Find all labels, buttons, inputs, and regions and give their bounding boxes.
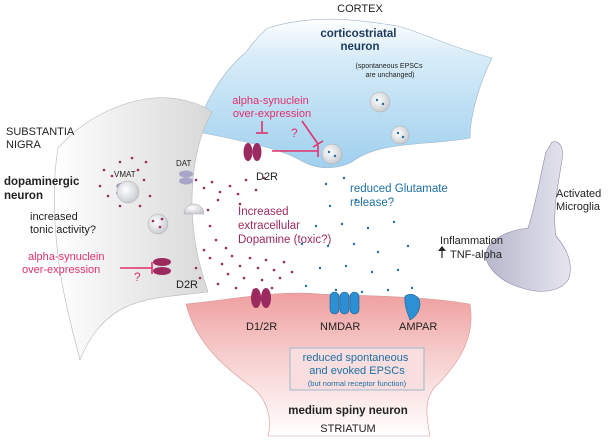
substantia-nigra-label: SUBSTANTIA NIGRA	[6, 126, 77, 151]
inhibition-arrow-left	[120, 262, 153, 274]
d2r-top-label: D2R	[256, 171, 278, 183]
striatum-label: STRIATUM	[320, 423, 375, 435]
medium-spiny-neuron-label: medium spiny neuron	[288, 405, 408, 417]
inflammation-label: Inflammation	[440, 235, 503, 247]
alpha-synuclein-top-label: alpha-synuclein over-expression	[232, 95, 312, 120]
ampar-label: AMPAR	[399, 321, 437, 333]
dopamine-vesicles	[116, 180, 205, 235]
vesicle	[183, 203, 205, 215]
extracellular-dopamine-label: Increased extracellular Dopamine (toxic?…	[238, 206, 331, 246]
inhibition-arrows-top	[256, 120, 324, 157]
vesicle	[369, 91, 391, 113]
reduced-glutamate-label: reduced Glutamate release?	[350, 183, 451, 209]
dopaminergic-neuron-label: dopaminergic neuron	[4, 176, 83, 202]
dopamine-molecules	[98, 156, 294, 292]
activated-microglia-label: Activated Microglia	[556, 188, 604, 213]
increase-arrow-icon	[438, 246, 446, 258]
corticostriatal-neuron-shape	[197, 18, 493, 169]
spontaneous-epscs-note: (spontaneous EPSCs are unchanged)	[356, 63, 425, 79]
microglia-shape	[485, 141, 571, 292]
alpha-synuclein-left-label: alpha-synuclein over-expression	[22, 251, 108, 276]
increased-tonic-activity-label: increased tonic activity?	[30, 211, 96, 236]
question-mark-top: ?	[291, 126, 298, 140]
glutamate-molecules	[300, 176, 414, 294]
d2r-receptor-top	[243, 143, 262, 161]
ampar-receptor	[404, 294, 421, 321]
dat-label: DAT	[176, 159, 192, 168]
corticostriatal-neuron-label: corticostriatal neuron	[320, 28, 399, 53]
reduced-epscs-label: reduced spontaneous and evoked EPSCs	[303, 352, 412, 377]
vesicle	[116, 180, 140, 204]
vesicle	[390, 125, 410, 145]
tnf-alpha-label: TNF-alpha	[450, 249, 503, 261]
d2r-receptor-left	[153, 258, 171, 275]
cortex-label: CORTEX	[337, 3, 383, 15]
d1-2r-label: D1/2R	[246, 321, 277, 333]
nmdar-receptor	[329, 291, 360, 315]
vmat-label: VMAT	[114, 170, 136, 179]
normal-receptor-note: (but normal receptor function)	[308, 379, 407, 388]
d1-2r-receptor	[251, 288, 271, 308]
dat-transporter	[179, 170, 193, 185]
vesicle	[147, 213, 169, 235]
nmdar-label: NMDAR	[320, 321, 360, 333]
reduced-epscs-box	[289, 347, 425, 391]
glutamate-vesicles	[321, 91, 410, 165]
dopaminergic-neuron-shape	[53, 97, 213, 361]
vesicle	[321, 143, 343, 165]
question-mark-left: ?	[134, 270, 141, 284]
d2r-left-label: D2R	[176, 279, 198, 291]
